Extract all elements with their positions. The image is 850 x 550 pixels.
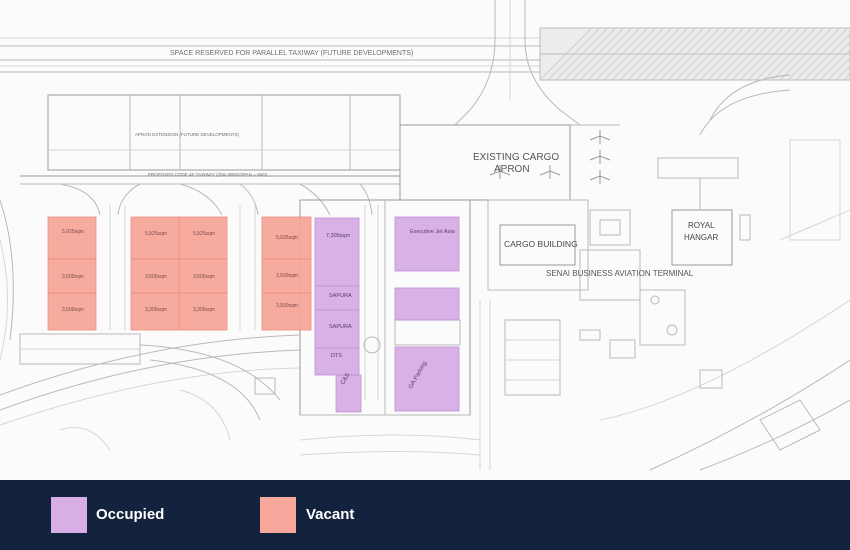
taxiway-connectors (59, 183, 379, 400)
plots-layer (47, 216, 460, 413)
plot-occupied-o6 (394, 216, 460, 272)
plot-label-v6: 3,500sqm (145, 274, 167, 280)
royal-hangar-label-2: HANGAR (684, 233, 719, 242)
plot-label-v5: 5,925sqm (193, 231, 215, 237)
plot-vacant-v5 (178, 216, 228, 260)
apron-extension-grid (20, 94, 401, 185)
plot-label-v9: 3,300sqm (193, 307, 215, 313)
plot-label-o4: DTS (331, 353, 342, 359)
plot-vacant-v8 (130, 292, 180, 331)
senai-terminal-label: SENAI BUSINESS AVIATION TERMINAL (546, 269, 694, 278)
occupied-swatch (51, 497, 87, 533)
plot-vacant-v3 (47, 292, 97, 331)
plot-vacant-v1 (47, 216, 97, 260)
cargo-building-outline (479, 199, 589, 470)
vacant-swatch (260, 497, 296, 533)
plot-occupied-o2 (314, 285, 360, 311)
left-access-roads (0, 199, 301, 451)
plot-label-v3: 3,500sqm (62, 307, 84, 313)
occupied-legend-label: Occupied (96, 506, 165, 523)
airport-site-plan-map: SPACE RESERVED FOR PARALLEL TAXIWAY (FUT… (0, 0, 850, 471)
plot-label-v4: 5,925sqm (145, 231, 167, 237)
plot-vacant-v4 (130, 216, 180, 260)
plot-vacant-v11 (261, 258, 312, 294)
vacant-legend-label: Vacant (306, 506, 355, 523)
proposed-taxiway-label: PROPOSED CODE 4E TAXIWAY (25m WINGSPAN =… (148, 172, 268, 177)
royal-hangar-label: ROYAL (688, 221, 715, 230)
hatched-runway-strip (539, 27, 850, 81)
cargo-building-label: CARGO BUILDING (504, 239, 578, 249)
royal-hangar-outline (657, 157, 751, 266)
plot-occupied-o8 (394, 346, 460, 412)
bottom-contours (299, 414, 481, 456)
plot-occupied-o7 (394, 287, 460, 321)
legend-bar: Occupied Vacant (0, 480, 850, 550)
existing-cargo-label: EXISTING CARGO (473, 152, 560, 163)
plot-label-v1: 5,925sqm (62, 229, 84, 235)
apron-extension-label: APRON EXTENSION (FUTURE DEVELOPMENTS) (135, 132, 240, 137)
plot-label-v10: 5,025sqm (276, 235, 298, 241)
plot-label-o1: 7,305sqm (326, 233, 351, 239)
plot-vacant-v9 (178, 292, 228, 331)
plot-label-v11: 3,500sqm (276, 273, 298, 279)
site-plan-drawing (0, 0, 850, 471)
plot-label-o6: Executive Jet Asia (410, 229, 455, 235)
plot-vacant-v12 (261, 292, 312, 331)
plot-label-v8: 3,300sqm (145, 307, 167, 313)
plot-occupied-o3 (314, 309, 360, 349)
taxiway-reserved-label: SPACE RESERVED FOR PARALLEL TAXIWAY (FUT… (170, 50, 414, 57)
plot-occupied-o1 (314, 217, 360, 287)
terminal-area (579, 209, 686, 359)
plot-vacant-v2 (47, 258, 97, 294)
plot-label-o3: SAPURA (329, 324, 352, 330)
plot-occupied-o4 (314, 347, 360, 376)
existing-cargo-apron-label: APRON (494, 164, 530, 175)
vertical-taxiway (454, 0, 581, 126)
plot-occupied-o5 (335, 374, 362, 413)
plot-label-v7: 3,500sqm (193, 274, 215, 280)
existing-cargo-apron (399, 124, 620, 201)
plot-label-v12: 3,500sqm (276, 303, 298, 309)
plot-label-o2: SAPURA (329, 293, 352, 299)
plot-label-v2: 3,500sqm (62, 274, 84, 280)
right-side-roads (599, 74, 850, 471)
